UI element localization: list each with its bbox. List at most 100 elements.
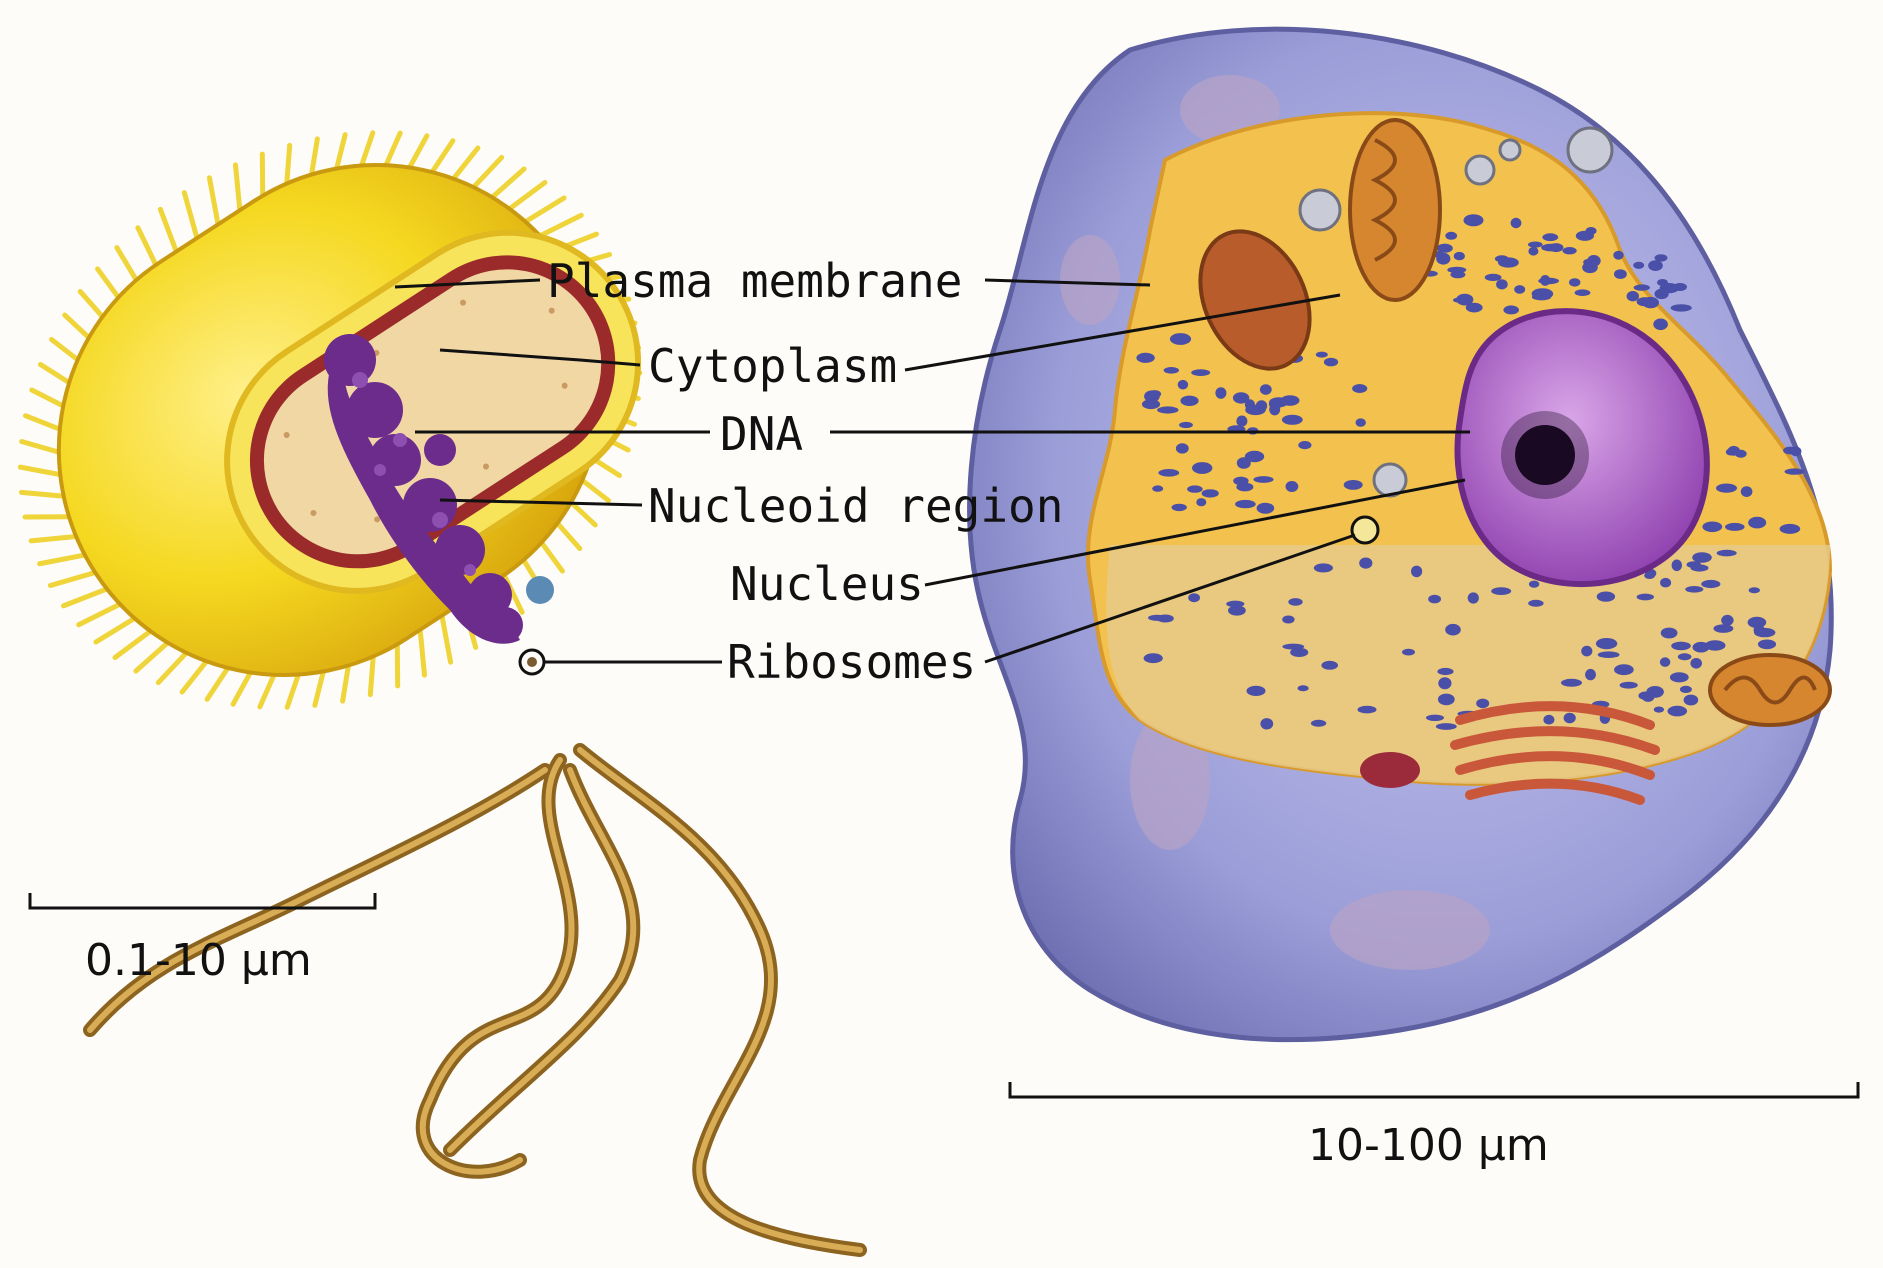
er-fragment: [1454, 252, 1465, 260]
er-fragment: [1176, 443, 1189, 453]
er-fragment: [1627, 291, 1639, 301]
er-fragment: [1613, 251, 1623, 260]
er-fragment: [1158, 469, 1179, 477]
er-fragment: [1637, 594, 1654, 601]
er-fragment: [1655, 289, 1669, 299]
er-fragment: [1496, 279, 1508, 289]
er-fragment: [1660, 578, 1671, 588]
er-fragment: [1191, 369, 1210, 376]
label-ribosomes: Ribosomes: [727, 635, 976, 689]
er-fragment: [1236, 416, 1247, 427]
er-fragment: [1692, 552, 1712, 563]
pilus: [50, 561, 95, 597]
er-fragment: [1144, 653, 1163, 663]
er-fragment: [1298, 685, 1309, 691]
er-fragment: [1192, 462, 1212, 474]
flagellum: [90, 750, 860, 1250]
label-cytoplasm: Cytoplasm: [648, 339, 897, 393]
er-fragment: [1215, 387, 1226, 399]
er-fragment: [1790, 446, 1801, 456]
er-fragment: [1358, 706, 1377, 714]
er-fragment: [1758, 640, 1776, 650]
er-fragment: [1541, 244, 1560, 252]
er-fragment: [1281, 395, 1300, 406]
er-fragment: [1324, 358, 1338, 367]
er-fragment: [1245, 451, 1264, 462]
er-fragment: [1646, 686, 1664, 698]
er-fragment: [1582, 262, 1598, 273]
mitochondrion: [1350, 120, 1440, 300]
er-fragment: [1179, 422, 1193, 428]
er-fragment: [1690, 658, 1702, 669]
er-fragment: [1528, 247, 1538, 256]
er-fragment: [1445, 624, 1461, 636]
er-fragment: [1436, 723, 1457, 730]
er-fragment: [1402, 649, 1415, 656]
er-fragment: [1648, 260, 1663, 271]
er-fragment: [1157, 406, 1178, 413]
er-fragment: [1260, 384, 1272, 395]
er-fragment: [1780, 524, 1801, 534]
er-fragment: [1642, 297, 1659, 308]
er-fragment: [1503, 305, 1519, 314]
er-fragment: [1672, 560, 1682, 572]
er-fragment: [1543, 715, 1554, 725]
er-fragment: [1597, 592, 1615, 602]
er-fragment: [1180, 396, 1198, 406]
er-fragment: [1282, 644, 1304, 650]
er-fragment: [1196, 498, 1206, 506]
er-fragment: [1511, 218, 1522, 228]
er-fragment: [1684, 695, 1699, 706]
er-fragment: [1428, 595, 1441, 604]
er-fragment: [1721, 615, 1733, 626]
er-fragment: [1466, 303, 1483, 313]
er-fragment: [1359, 558, 1372, 569]
label-dna: DNA: [720, 407, 803, 461]
er-fragment: [1260, 718, 1273, 729]
er-fragment: [1188, 593, 1200, 602]
er-fragment: [1785, 468, 1805, 474]
er-fragment: [1282, 616, 1294, 624]
er-fragment: [1575, 289, 1591, 296]
er-fragment: [1172, 504, 1187, 511]
er-fragment: [1344, 480, 1363, 490]
er-fragment: [1445, 232, 1457, 240]
er-fragment: [1447, 267, 1466, 273]
er-fragment: [1148, 615, 1166, 621]
pilus: [79, 599, 121, 629]
er-fragment: [1725, 523, 1745, 531]
er-fragment: [1685, 586, 1703, 593]
er-fragment: [1286, 481, 1299, 492]
er-fragment: [1749, 587, 1760, 593]
er-fragment: [1491, 587, 1511, 595]
er-fragment: [1644, 572, 1655, 579]
er-fragment: [1316, 352, 1328, 358]
er-fragment: [1576, 231, 1594, 241]
er-fragment: [1356, 418, 1366, 426]
ribosome-marker-eukaryote: [1352, 517, 1378, 543]
er-fragment: [1528, 600, 1543, 607]
er-fragment: [1585, 669, 1596, 680]
er-fragment: [1705, 640, 1726, 650]
er-fragment: [1498, 257, 1519, 267]
er-fragment: [1226, 601, 1244, 608]
er-fragment: [1282, 415, 1303, 425]
er-fragment: [1202, 489, 1219, 497]
er-fragment: [1741, 486, 1753, 497]
er-fragment: [1661, 628, 1678, 639]
er-fragment: [1564, 713, 1576, 724]
er-fragment: [1691, 564, 1709, 571]
er-fragment: [1144, 390, 1160, 402]
pilus: [96, 616, 136, 643]
er-fragment: [1701, 580, 1720, 588]
pilus: [524, 197, 564, 224]
er-fragment: [1754, 628, 1775, 637]
er-fragment: [1702, 522, 1722, 533]
er-fragment: [1633, 262, 1644, 269]
er-fragment: [1569, 278, 1580, 286]
er-fragment: [1540, 275, 1550, 286]
er-fragment: [1563, 247, 1577, 254]
er-fragment: [1437, 668, 1453, 675]
er-fragment: [1438, 677, 1451, 689]
